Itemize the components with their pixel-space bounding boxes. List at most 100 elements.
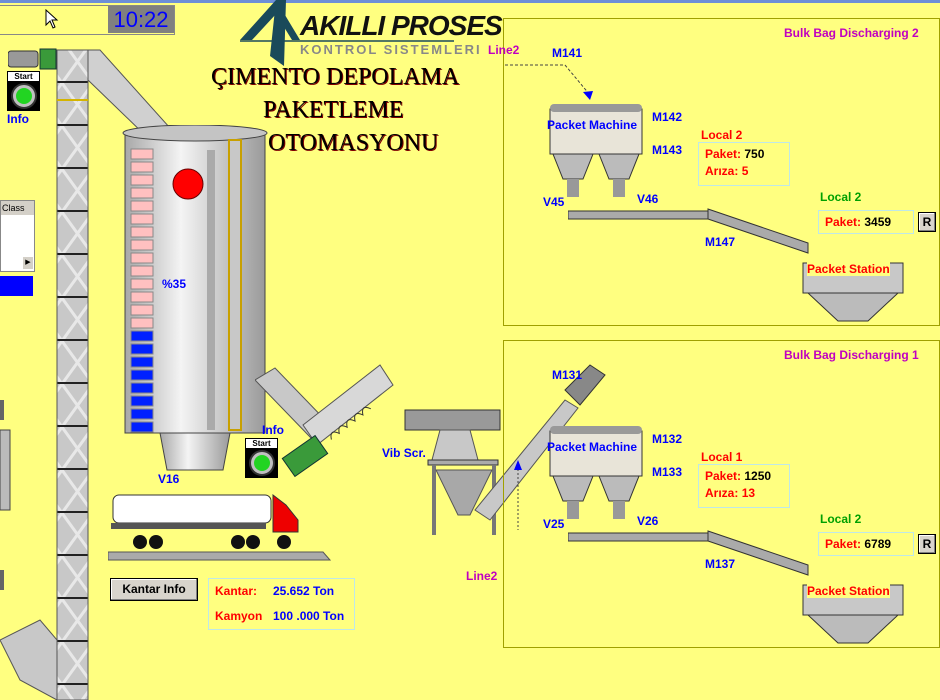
vibrating-screen xyxy=(404,409,501,535)
line1-conveyor-label: M137 xyxy=(705,557,736,571)
scale-readout: Kantar: 25.652 Ton Kamyon 100 .000 Ton xyxy=(208,578,355,630)
line1-belt-conveyor xyxy=(568,530,904,644)
valve-v16-label: V16 xyxy=(158,472,180,486)
line2-m-a: M142 xyxy=(652,110,683,124)
paket-value: 750 xyxy=(744,147,765,161)
silo-level-segment xyxy=(130,369,154,381)
line2-v-b: V46 xyxy=(637,192,659,206)
line2-m-b: M143 xyxy=(652,143,683,157)
line1-m-b: M133 xyxy=(652,465,683,479)
line1-v-a: V25 xyxy=(543,517,565,531)
silo-level-text: %35 xyxy=(162,277,187,291)
line1-m-top: M131 xyxy=(552,368,583,382)
line2-conveyor-label: M147 xyxy=(705,235,736,249)
silo-level-segment xyxy=(130,278,154,290)
info-link-screw[interactable]: Info xyxy=(262,423,284,437)
start-label: Start xyxy=(246,439,277,448)
silo-level-segment xyxy=(130,395,154,407)
silo-level-segment xyxy=(130,187,154,199)
start-label: Start xyxy=(8,72,39,81)
line2-feed-line xyxy=(505,64,593,100)
company-logo xyxy=(240,0,454,66)
line2-label-lower: Line2 xyxy=(466,569,498,583)
paket-label: Paket: xyxy=(825,537,862,551)
paket-value: 3459 xyxy=(864,215,892,229)
line1-title: Bulk Bag Discharging 1 xyxy=(784,348,919,362)
line1-packet-machine-label: Packet Machine xyxy=(547,440,638,454)
kantar-label: Kantar: xyxy=(215,584,258,598)
truck-on-scale xyxy=(108,493,332,561)
silo-level-segment xyxy=(130,421,154,433)
scroll-right-icon[interactable]: ▶ xyxy=(23,257,33,269)
paket-label: Paket: xyxy=(705,469,742,483)
paket-label: Paket: xyxy=(705,147,742,161)
title-line-3: OTOMASYONU xyxy=(268,130,439,156)
line2-local-title: Local 2 xyxy=(701,128,743,142)
kamyon-value: 100 .000 Ton xyxy=(273,609,345,623)
paket-value: 1250 xyxy=(744,469,772,483)
vib-screen-label: Vib Scr. xyxy=(382,446,426,460)
line1-v-b: V26 xyxy=(637,514,659,528)
kantar-value: 25.652 Ton xyxy=(273,584,335,598)
cursor-icon xyxy=(45,9,59,29)
silo-level-segment xyxy=(130,356,154,368)
paket-value: 6789 xyxy=(864,537,892,551)
line2-m-top: M141 xyxy=(552,46,583,60)
logo-subtext: KONTROL SISTEMLERI xyxy=(300,42,482,57)
status-bar-blue xyxy=(0,276,33,296)
silo-level-segment xyxy=(130,330,154,342)
class-header: Class xyxy=(1,201,34,215)
screw-conveyor xyxy=(255,364,394,478)
silo-level-segment xyxy=(130,213,154,225)
title-line-2: PAKETLEME xyxy=(263,97,404,123)
paket-label: Paket: xyxy=(825,215,862,229)
silo-level-segment xyxy=(130,265,154,277)
class-list-panel[interactable]: Class ▶ xyxy=(0,200,35,272)
line1-packet-machine xyxy=(549,426,643,519)
line2-counter-box: Paket: 750 Arıza: 5 xyxy=(698,142,790,186)
line2-v-a: V45 xyxy=(543,195,565,209)
line2-label-upper: Line2 xyxy=(488,43,520,57)
running-indicator-icon xyxy=(12,85,35,107)
silo-level-segment xyxy=(130,174,154,186)
line1-counter-box: Paket: 1250 Arıza: 13 xyxy=(698,464,790,508)
silo-level-segment xyxy=(130,252,154,264)
ariza-value: 13 xyxy=(741,486,756,500)
motor-icon xyxy=(8,48,57,70)
line1-local-title: Local 1 xyxy=(701,450,743,464)
side-equipment xyxy=(0,400,11,590)
start-button-screw[interactable]: Start xyxy=(245,438,278,478)
kamyon-label: Kamyon xyxy=(215,609,263,623)
line2-packet-machine xyxy=(549,104,643,197)
bucket-elevator xyxy=(0,49,171,700)
silo-level-segment xyxy=(130,343,154,355)
running-indicator-icon xyxy=(250,452,273,474)
line2-title: Bulk Bag Discharging 2 xyxy=(784,26,919,40)
line2-station-counter: Paket: 3459 xyxy=(818,210,914,234)
silo-level-segment xyxy=(130,382,154,394)
logo-text: AKILLI PROSES xyxy=(300,10,503,41)
start-button-elevator[interactable]: Start xyxy=(7,71,40,111)
silo-level-segment xyxy=(130,291,154,303)
line2-reset-button[interactable]: R xyxy=(918,212,936,232)
silo-level-segment xyxy=(130,148,154,160)
silo-level-segment xyxy=(130,408,154,420)
line2-local2-title: Local 2 xyxy=(820,190,862,204)
silo-level-segment xyxy=(130,239,154,251)
clock-display: 10:22 xyxy=(108,6,174,33)
line1-local2-title: Local 2 xyxy=(820,512,862,526)
silo-level-segment xyxy=(130,317,154,329)
silo-level-segment xyxy=(130,200,154,212)
kantar-info-button[interactable]: Kantar Info xyxy=(110,578,198,601)
title-line-1: ÇIMENTO DEPOLAMA xyxy=(211,64,460,90)
ariza-value: 5 xyxy=(741,164,749,178)
silo-level-segment xyxy=(130,226,154,238)
line1-m-a: M132 xyxy=(652,432,683,446)
line1-station-label: Packet Station xyxy=(807,584,890,598)
ariza-label: Arıza: xyxy=(705,164,739,178)
line1-station-counter: Paket: 6789 xyxy=(818,532,914,556)
info-link-elevator[interactable]: Info xyxy=(7,112,29,126)
silo-level-segment xyxy=(130,161,154,173)
line2-packet-machine-label: Packet Machine xyxy=(547,118,638,132)
line1-reset-button[interactable]: R xyxy=(918,534,936,554)
